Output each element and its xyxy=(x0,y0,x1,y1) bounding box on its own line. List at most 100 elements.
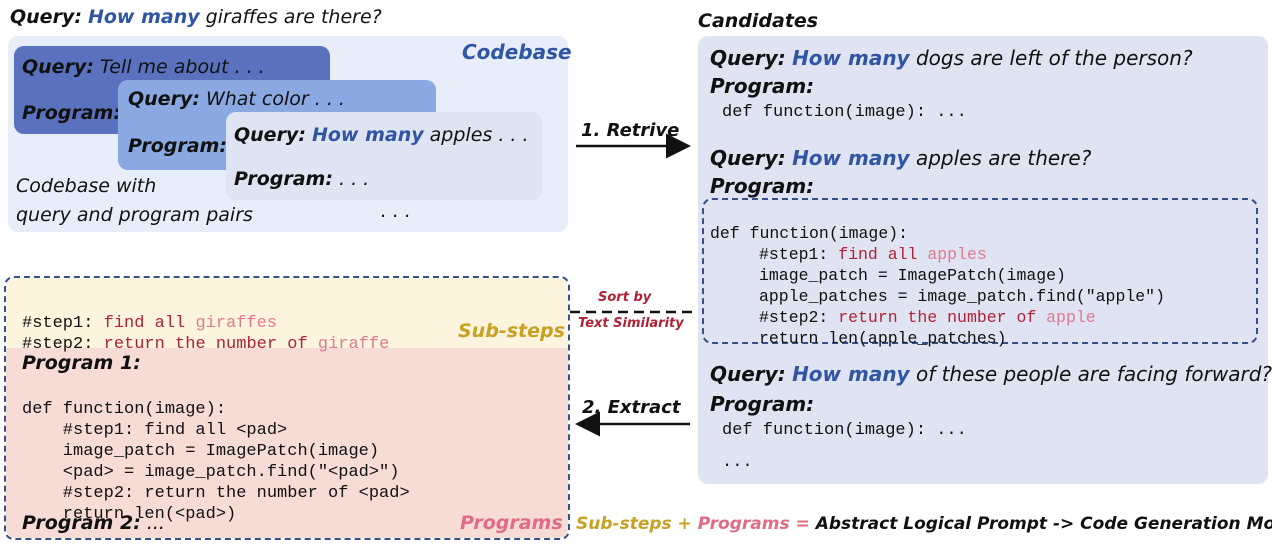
cand2-step2-obj: apple xyxy=(1046,308,1096,327)
cand2-program-label-text: Program: xyxy=(710,174,815,198)
cand2-line-step1: #step1: find all apples xyxy=(710,244,1165,265)
program2-label-text: Program 2: xyxy=(22,512,141,534)
card3-query-label: Query: xyxy=(234,124,306,146)
substeps-code: #step1: find all giraffes#step2: return … xyxy=(22,292,389,376)
formula-programs: Programs xyxy=(697,514,790,534)
cand2-line-def: def function(image): xyxy=(710,224,909,243)
cand2-query-text: apples are there? xyxy=(909,146,1092,170)
card3-program-text: . . . xyxy=(332,168,370,190)
cand2-step1-hash: #step1: xyxy=(759,245,839,264)
cand1-query-text: dogs are left of the person? xyxy=(909,46,1193,70)
cand2-line-step2: #step2: return the number of apple xyxy=(710,307,1165,328)
program1-label: Program 1: xyxy=(22,352,141,374)
substep2-text: return the number of xyxy=(103,335,318,354)
substep-2: #step2: return the number of giraffe xyxy=(22,334,389,355)
substep1-hash: #step1: xyxy=(22,314,104,333)
card2-query: Query: What color . . . xyxy=(128,88,345,110)
cand2-code-box xyxy=(702,198,1258,344)
program1-label-text: Program 1: xyxy=(22,352,141,374)
cand3-query: Query: How many of these people are faci… xyxy=(710,362,1272,386)
cand2-code: def function(image):#step1: find all app… xyxy=(710,202,1165,370)
codebase-card-3: Query: How many apples . . . Program: . … xyxy=(226,112,542,200)
cand2-step2-text: return the number of xyxy=(838,308,1047,327)
query-highlight: How many xyxy=(87,6,200,28)
cand2-step1-text: find all xyxy=(838,245,928,264)
cand1-program-label-text: Program: xyxy=(710,74,815,98)
cand1-query: Query: How many dogs are left of the per… xyxy=(710,46,1193,70)
card1-query-label: Query: xyxy=(22,56,94,78)
card3-query: Query: How many apples . . . xyxy=(234,124,529,146)
sort-label-1: Sort by xyxy=(598,290,652,305)
cand2-line-6: return len(apple_patches) xyxy=(759,329,1007,348)
formula-equals: = xyxy=(789,514,816,534)
program1-line-2: #step1: find all <pad> xyxy=(22,421,288,440)
cand3-query-label: Query: xyxy=(710,362,786,386)
candidates-title: Candidates xyxy=(698,10,819,32)
candidates-panel xyxy=(698,36,1268,484)
codebase-ellipsis: . . . xyxy=(380,200,411,222)
card1-query-text: Tell me about . . . xyxy=(93,56,265,78)
cand3-highlight: How many xyxy=(792,362,910,386)
cand2-step2-hash: #step2: xyxy=(759,308,839,327)
codebase-caption-2: query and program pairs xyxy=(16,204,253,226)
program1-code: def function(image): #step1: find all <p… xyxy=(22,378,410,546)
cand2-highlight: How many xyxy=(792,146,910,170)
query-text: giraffes are there? xyxy=(199,6,382,28)
extract-label: 2. Extract xyxy=(582,397,681,418)
cand2-query: Query: How many apples are there? xyxy=(710,146,1091,170)
program2-text: ... xyxy=(140,512,165,534)
sort-label-2: Text Similarity xyxy=(578,316,684,331)
formula-substeps: Sub-steps xyxy=(576,514,672,534)
program1-line-4: <pad> = image_patch.find("<pad>") xyxy=(22,463,400,482)
cand1-highlight: How many xyxy=(792,46,910,70)
codebase-title: Codebase xyxy=(462,40,572,64)
cand2-query-label: Query: xyxy=(710,146,786,170)
program1-line-1: def function(image): xyxy=(22,400,227,419)
cand3-query-text: of these people are facing forward? xyxy=(909,362,1272,386)
card3-query-text: apples . . . xyxy=(423,124,529,146)
cand3-ellipsis: ... xyxy=(722,453,753,472)
cand1-query-label: Query: xyxy=(710,46,786,70)
program1-line-6: return len(<pad>) xyxy=(22,505,237,524)
cand3-code: def function(image): ... xyxy=(722,421,967,440)
programs-label: Programs xyxy=(460,512,563,534)
substep1-text: find all xyxy=(103,314,196,333)
card3-program: Program: . . . xyxy=(234,168,369,190)
substep1-obj: giraffes xyxy=(195,314,278,333)
top-query: Query: How many giraffes are there? xyxy=(10,6,382,28)
program2-label: Program 2: ... xyxy=(22,512,165,534)
cand1-program-label: Program: xyxy=(710,74,814,98)
cand2-step1-obj: apples xyxy=(927,245,987,264)
formula: Sub-steps + Programs = Abstract Logical … xyxy=(576,514,1272,534)
substeps-label: Sub-steps xyxy=(458,320,565,342)
query-label: Query: xyxy=(10,6,82,28)
substep2-obj: giraffe xyxy=(317,335,390,354)
card3-highlight: How many xyxy=(311,124,424,146)
cand2-line-3: image_patch = ImagePatch(image) xyxy=(759,266,1066,285)
programs-bg xyxy=(6,348,568,538)
substeps-bg xyxy=(6,278,568,348)
formula-plus: + xyxy=(671,514,698,534)
formula-result: Abstract Logical Prompt -> Code Generati… xyxy=(815,514,1272,534)
card1-query: Query: Tell me about . . . xyxy=(22,56,265,78)
cand2-program-label: Program: xyxy=(710,174,814,198)
cand1-code: def function(image): ... xyxy=(722,103,967,122)
card2-query-label: Query: xyxy=(128,88,200,110)
card2-program-label: Program: xyxy=(128,135,227,157)
card1-program: Program: xyxy=(22,102,121,124)
cand2-line-4: apple_patches = image_patch.find("apple"… xyxy=(759,287,1165,306)
card1-program-label: Program: xyxy=(22,102,121,124)
cand3-program-label: Program: xyxy=(710,392,814,416)
card2-query-text: What color . . . xyxy=(199,88,345,110)
substeps-programs-box xyxy=(4,276,570,540)
program1-line-3: image_patch = ImagePatch(image) xyxy=(22,442,380,461)
codebase-caption-1: Codebase with xyxy=(16,175,157,197)
substep-1: #step1: find all giraffes xyxy=(22,313,389,334)
card3-program-label: Program: xyxy=(234,168,333,190)
retrieve-label: 1. Retrive xyxy=(581,120,680,141)
cand3-program-label-text: Program: xyxy=(710,392,815,416)
card2-program: Program: xyxy=(128,135,227,157)
program1-line-5: #step2: return the number of <pad> xyxy=(22,484,410,503)
substep2-hash: #step2: xyxy=(22,335,104,354)
